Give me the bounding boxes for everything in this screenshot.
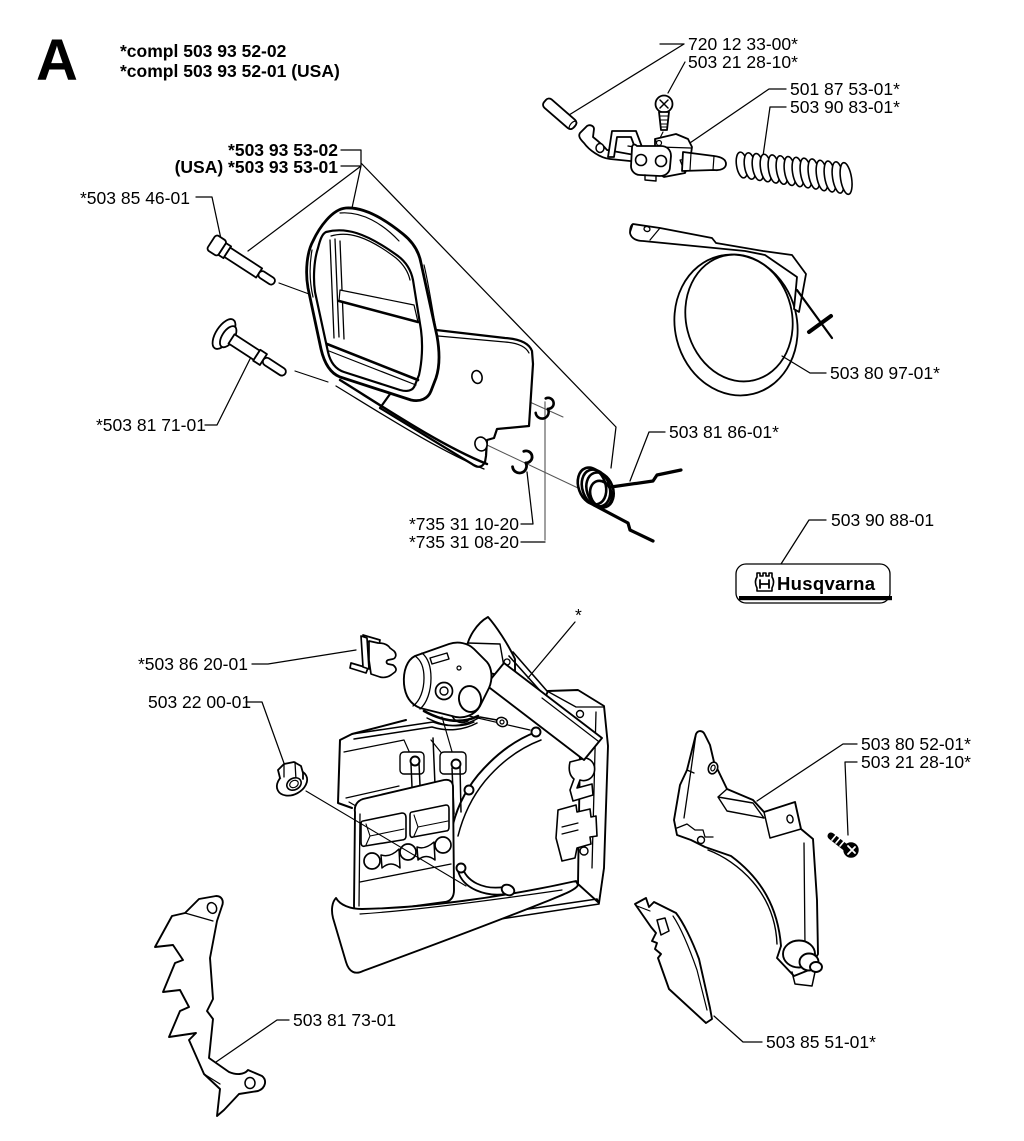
- svg-text:*503 85 46-01: *503 85 46-01: [80, 188, 190, 208]
- svg-text:(USA) *503 93 53-01: (USA) *503 93 53-01: [175, 157, 339, 177]
- svg-text:503 81 86-01*: 503 81 86-01*: [669, 422, 779, 442]
- svg-text:503 90 83-01*: 503 90 83-01*: [790, 97, 900, 117]
- svg-text:*503 86 20-01: *503 86 20-01: [138, 654, 248, 674]
- svg-text:501 87 53-01*: 501 87 53-01*: [790, 79, 900, 99]
- svg-text:*503 93 53-02: *503 93 53-02: [228, 140, 338, 160]
- svg-text:Husqvarna: Husqvarna: [777, 573, 876, 594]
- svg-text:720 12 33-00*: 720 12 33-00*: [688, 34, 798, 54]
- svg-text:503 21 28-10*: 503 21 28-10*: [688, 52, 798, 72]
- svg-text:503 22 00-01: 503 22 00-01: [148, 692, 251, 712]
- svg-text:*: *: [575, 605, 582, 625]
- svg-text:*735 31 10-20: *735 31 10-20: [409, 514, 519, 534]
- svg-text:A: A: [36, 28, 78, 93]
- svg-text:*compl 503 93 52-01 (USA): *compl 503 93 52-01 (USA): [120, 61, 340, 81]
- svg-text:503 81 73-01: 503 81 73-01: [293, 1010, 396, 1030]
- svg-text:503 80 97-01*: 503 80 97-01*: [830, 363, 940, 383]
- svg-text:*503 81 71-01: *503 81 71-01: [96, 415, 206, 435]
- svg-text:503 85 51-01*: 503 85 51-01*: [766, 1032, 876, 1052]
- svg-text:503 21 28-10*: 503 21 28-10*: [861, 752, 971, 772]
- svg-text:503 80 52-01*: 503 80 52-01*: [861, 734, 971, 754]
- svg-text:503 90 88-01: 503 90 88-01: [831, 510, 934, 530]
- svg-text:*compl 503 93 52-02: *compl 503 93 52-02: [120, 41, 287, 61]
- svg-text:*735 31 08-20: *735 31 08-20: [409, 532, 519, 552]
